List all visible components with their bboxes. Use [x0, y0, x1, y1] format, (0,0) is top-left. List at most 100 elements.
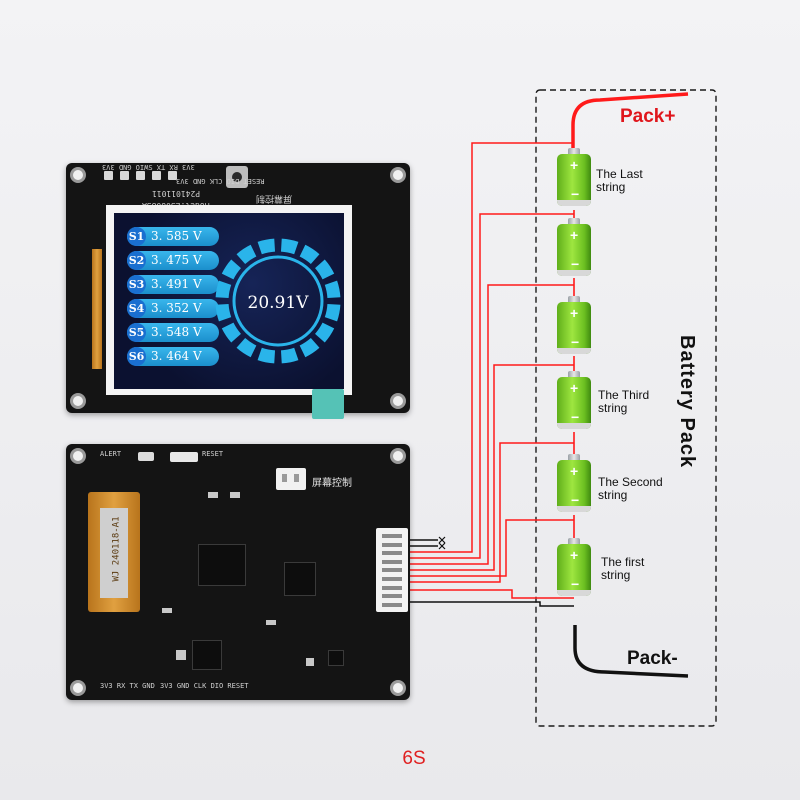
battery-base: [557, 506, 591, 512]
cell-voltage-value: 3. 491 V: [151, 277, 202, 291]
tact-switch[interactable]: [226, 166, 248, 188]
battery-base: [557, 590, 591, 596]
connector-pin: [382, 602, 402, 607]
alert-label: ALERT: [100, 450, 122, 458]
gauge-segment: [215, 303, 232, 322]
mount-hole: [70, 393, 86, 409]
smd-component: [176, 650, 186, 660]
cell-tag: S4: [127, 299, 146, 318]
flex-marking: WJ 240118-A1: [111, 516, 122, 582]
cell-voltage-pill: S4 3. 352 V: [127, 299, 219, 318]
minus-icon: −: [571, 576, 580, 592]
pack-plus-lead: [571, 92, 689, 150]
battery-terminal: [568, 218, 580, 226]
connector-pin: [382, 577, 402, 581]
battery-body: [557, 302, 591, 354]
gauge-segment: [324, 280, 341, 299]
regulator-chip: [192, 640, 222, 670]
header-pin: [168, 171, 177, 180]
battery-body: [557, 224, 591, 276]
plus-icon: +: [570, 157, 579, 173]
mount-hole: [70, 448, 86, 464]
battery-pack-enclosure: [535, 89, 717, 727]
smd-component: [230, 492, 240, 498]
cell-tag: S3: [127, 275, 146, 294]
negative-wires: [408, 539, 574, 607]
unused-wire-x-marks: [438, 536, 446, 550]
battery-terminal: [568, 148, 580, 156]
smd-component: [266, 620, 276, 625]
mount-hole: [390, 448, 406, 464]
mount-hole: [390, 680, 406, 696]
connector-pin: [382, 542, 402, 547]
cell-voltage-pill: S3 3. 491 V: [127, 275, 219, 294]
battery-pack-title: Battery Pack: [676, 335, 698, 469]
gauge-segment: [299, 337, 320, 358]
battery-terminal: [568, 454, 580, 462]
battery-body: [557, 544, 591, 596]
balance-wires: [408, 142, 574, 599]
battery-base: [557, 423, 591, 429]
battery-body: [557, 154, 591, 206]
connector-pin: [382, 551, 402, 556]
reset-label: RESET: [202, 450, 224, 458]
fpc-connector: [100, 508, 128, 598]
connector-pin: [382, 559, 402, 564]
label-second-string: The Second string: [598, 475, 663, 502]
jst-connector: [276, 468, 306, 490]
battery-body: [557, 377, 591, 429]
gauge-segment: [221, 259, 242, 280]
minus-icon: −: [571, 492, 580, 508]
gauge-segment: [257, 347, 276, 364]
battery-base: [557, 348, 591, 354]
minus-icon: −: [571, 409, 580, 425]
mount-hole: [70, 167, 86, 183]
mount-hole: [390, 167, 406, 183]
header-pin: [152, 171, 161, 180]
alert-button[interactable]: [138, 452, 154, 461]
cell-voltage-value: 3. 352 V: [151, 301, 202, 315]
battery-terminal: [568, 538, 580, 546]
gauge-segment: [215, 280, 232, 299]
smd-component: [306, 658, 314, 666]
pack-minus-lead: [573, 625, 689, 678]
battery-cell: +−: [557, 218, 591, 276]
pack-minus-label: Pack-: [627, 648, 678, 669]
header-pin: [104, 171, 113, 180]
gauge-segment: [236, 337, 257, 358]
gauge-segment: [314, 322, 335, 343]
driver-chip: [284, 562, 316, 596]
gauge-segment: [257, 238, 276, 255]
cell-voltage-value: 3. 464 V: [151, 349, 202, 363]
connector-pin: [382, 594, 402, 599]
minus-icon: −: [571, 334, 580, 350]
gauge-segment: [280, 347, 299, 364]
bottom-right-pin-labels: 3V3 GND CLK DIO RESET: [160, 682, 249, 690]
minus-icon: −: [571, 256, 580, 272]
pack-plus-label: Pack+: [620, 106, 676, 127]
cell-tag: S6: [127, 347, 146, 366]
header-pin-labels: 3V3 RX TX SWIO GND 3V3: [102, 163, 195, 171]
header-pin: [120, 171, 129, 180]
reset-pin-labels: RESET DIO CLK GND 3V3: [176, 177, 265, 185]
gauge-segment: [314, 259, 335, 280]
battery-terminal: [568, 296, 580, 304]
mount-hole: [70, 680, 86, 696]
balance-connector: [376, 528, 408, 612]
gauge-segment: [299, 244, 320, 265]
lcd-tab: [312, 389, 344, 419]
battery-cell: +−: [557, 296, 591, 354]
mcu-chip: [198, 544, 246, 586]
sensor-chip: [328, 650, 344, 666]
plus-icon: +: [570, 547, 579, 563]
cell-voltage-pill: S6 3. 464 V: [127, 347, 219, 366]
battery-body: [557, 460, 591, 512]
connector-pin: [382, 568, 402, 573]
reset-button[interactable]: [170, 452, 198, 462]
battery-base: [557, 200, 591, 206]
cell-voltage-value: 3. 548 V: [151, 325, 202, 339]
